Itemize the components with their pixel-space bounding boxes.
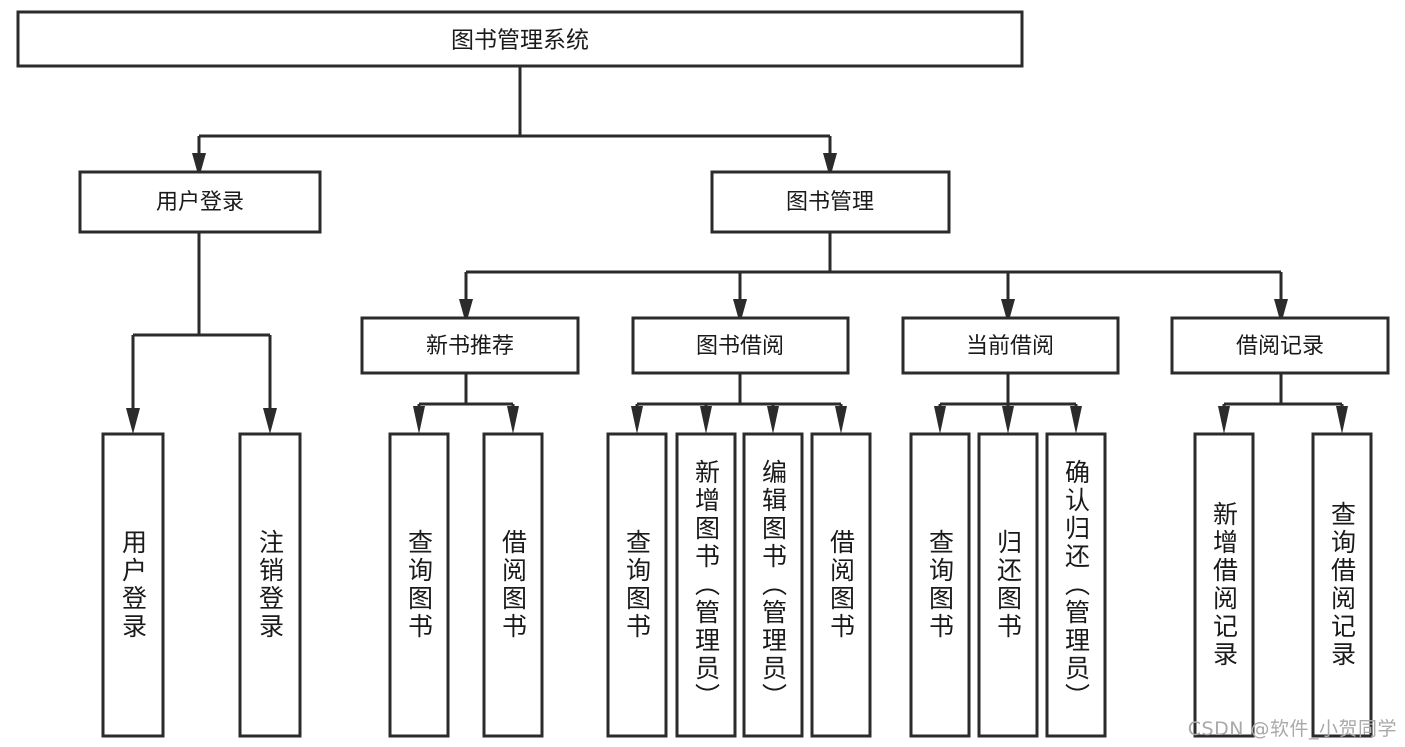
node-current-borrow-label: 当前借阅 (966, 334, 1054, 359)
arrowhead-current (1001, 299, 1015, 324)
node-root-label: 图书管理系统 (451, 28, 589, 54)
leaf-box-borrow-4[interactable] (810, 432, 872, 738)
node-user-login[interactable]: 用户登录 (78, 170, 322, 234)
arrowhead-layer (126, 153, 1348, 434)
leaf-box-record-1[interactable] (1193, 432, 1255, 738)
node-root[interactable]: 图书管理系统 (16, 10, 1024, 68)
node-user-login-label: 用户登录 (156, 190, 244, 215)
node-book-borrow-label: 图书借阅 (696, 334, 784, 359)
leaf-box-current-2[interactable] (977, 432, 1039, 738)
leaf-box-recommend-2[interactable] (482, 432, 544, 738)
node-book-manage[interactable]: 图书管理 (710, 170, 951, 234)
node-current-borrow-rect[interactable] (901, 316, 1120, 375)
arrowhead-record (1274, 299, 1288, 324)
arrowhead-leaf-user-login-1 (126, 408, 140, 434)
arrowhead-leaf-record-1 (1218, 406, 1230, 434)
leaf-box-user-login-1[interactable] (101, 432, 165, 738)
node-borrow-record[interactable]: 借阅记录 (1170, 316, 1390, 375)
node-root-rect[interactable] (16, 10, 1024, 68)
node-new-book-recommend[interactable]: 新书推荐 (360, 316, 580, 375)
arrowhead-book-manage (823, 153, 837, 178)
csdn-watermark: CSDN @软件_小贺同学 (1187, 718, 1397, 740)
arrowhead-leaf-recommend-1 (413, 406, 425, 434)
node-new-book-recommend-label: 新书推荐 (426, 334, 514, 359)
node-borrow-record-rect[interactable] (1170, 316, 1390, 375)
arrowhead-leaf-record-2 (1336, 406, 1348, 434)
node-book-manage-label: 图书管理 (786, 190, 874, 215)
arrowhead-user-login (192, 153, 206, 178)
leaf-box-borrow-2[interactable] (675, 432, 737, 738)
arrowhead-leaf-borrow-4 (835, 406, 847, 434)
arrowhead-leaf-current-3 (1070, 406, 1082, 434)
arrowhead-leaf-borrow-1 (631, 406, 643, 434)
leaf-box-record-2[interactable] (1311, 432, 1373, 738)
node-borrow-record-label: 借阅记录 (1236, 334, 1324, 359)
leaf-box-borrow-1[interactable] (606, 432, 668, 738)
arrowhead-leaf-borrow-3 (767, 406, 779, 434)
leaf-box-current-1[interactable] (909, 432, 971, 738)
node-book-borrow-rect[interactable] (631, 316, 850, 375)
arrowhead-leaf-user-login-2 (263, 408, 277, 434)
arrowhead-leaf-current-1 (934, 406, 946, 434)
node-new-book-recommend-rect[interactable] (360, 316, 580, 375)
node-book-manage-rect[interactable] (710, 170, 951, 234)
arrowhead-leaf-borrow-2 (700, 406, 712, 434)
leaf-box-user-login-2[interactable] (238, 432, 302, 738)
node-current-borrow[interactable]: 当前借阅 (901, 316, 1120, 375)
node-user-login-rect[interactable] (78, 170, 322, 234)
leaf-box-current-3[interactable] (1045, 432, 1107, 738)
leaf-box-recommend-1[interactable] (388, 432, 450, 738)
node-book-borrow[interactable]: 图书借阅 (631, 316, 850, 375)
leaf-box-borrow-3[interactable] (742, 432, 804, 738)
arrowhead-recommend (459, 299, 473, 324)
arrowhead-leaf-current-2 (1002, 406, 1014, 434)
arrowhead-leaf-recommend-2 (507, 406, 519, 434)
arrowhead-borrow (733, 299, 747, 324)
